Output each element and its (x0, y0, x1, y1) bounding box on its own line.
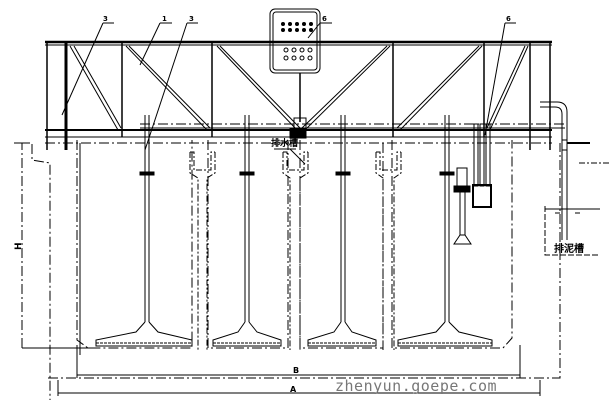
discharge-pipe (540, 101, 609, 256)
sludge-trough-label: 排泥槽 (554, 242, 584, 255)
dimension-lines (14, 142, 541, 396)
suction-pipes (95, 115, 493, 347)
sludge-pump (453, 123, 492, 245)
callout-6b: 6 (506, 15, 511, 23)
control-panel (269, 8, 321, 139)
drain-trough-label: 排水槽 (271, 137, 298, 149)
callout-1: 1 (162, 15, 167, 23)
callout-leaders (61, 22, 516, 165)
width-b-label: B (293, 366, 299, 375)
bridge-truss (45, 40, 565, 150)
callout-6a: 6 (322, 15, 327, 23)
collection-troughs (189, 151, 402, 350)
watermark: zhenyun.goepe.com (335, 377, 498, 395)
tank-outline (21, 140, 561, 400)
width-a-label: A (290, 385, 297, 394)
callout-3a: 3 (103, 15, 108, 23)
height-dimension-label: H (14, 242, 24, 250)
callout-numbers: 3 1 3 6 6 (103, 15, 511, 23)
callout-3b: 3 (189, 15, 194, 23)
